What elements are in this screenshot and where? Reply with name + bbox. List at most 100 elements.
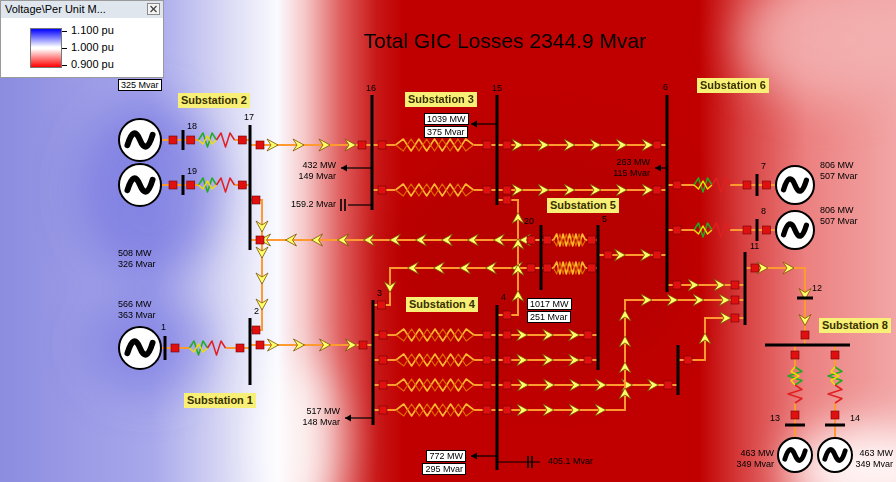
breaker-symbol (653, 251, 661, 259)
bus-bar (182, 175, 185, 195)
flow-arrow (416, 234, 427, 246)
flow-arrow (486, 262, 497, 274)
value-label: 149 Mvar (298, 171, 336, 182)
winding-zigzag (199, 178, 217, 192)
breaker-symbol (503, 186, 511, 194)
flow-arrow (460, 262, 471, 274)
bus-bar (540, 225, 543, 290)
breaker-symbol (483, 381, 491, 389)
transmission-line (831, 403, 839, 425)
flow-arrow (619, 388, 631, 399)
flow-arrow (569, 404, 580, 416)
capacitor-lead (497, 461, 540, 462)
breaker-symbol (503, 406, 511, 414)
value-label: 12 (812, 283, 822, 294)
value-label: 7 (761, 161, 766, 172)
generator-glyph (784, 179, 807, 191)
capacitor-plate (531, 456, 533, 468)
breaker-symbol (527, 236, 535, 244)
breaker-symbol (791, 351, 799, 359)
winding-zigzag (396, 139, 474, 151)
winding-zigzag (828, 367, 842, 385)
transformer-symbol (396, 404, 474, 416)
flow-arrow (615, 249, 626, 261)
winding-zigzag (694, 178, 712, 192)
transmission-line (183, 136, 199, 144)
legend-swatch (31, 49, 61, 67)
load-head (471, 121, 477, 128)
flow-arrow (442, 234, 453, 246)
breaker-symbol (503, 381, 511, 389)
value-label: 517 MW (306, 406, 340, 417)
winding-zigzag (396, 379, 474, 391)
flow-arrow (538, 184, 549, 196)
flow-arrow (517, 354, 528, 366)
breaker-symbol (483, 406, 491, 414)
transmission-line (730, 181, 757, 189)
generator-glyph (784, 224, 807, 236)
breaker-symbol (379, 331, 387, 339)
transmission-line (161, 136, 183, 144)
generator-symbol (119, 119, 161, 161)
breaker-symbol (503, 331, 511, 339)
flow-arrow (256, 221, 268, 232)
flow-arrow (648, 379, 659, 391)
flow-arrow (714, 279, 725, 291)
transmission-line (745, 262, 811, 345)
flow-arrow (338, 234, 349, 246)
generator-glyph (127, 341, 152, 355)
flow-arrow (569, 329, 580, 341)
flow-arrow (408, 262, 419, 274)
value-label: 806 MW (820, 205, 854, 216)
breaker-symbol (791, 411, 799, 419)
load-arrow (471, 453, 497, 460)
value-label: 148 Mvar (302, 417, 340, 428)
bus-bar (765, 344, 850, 347)
generator-symbol (776, 166, 814, 204)
transformer-symbol (828, 367, 842, 403)
load-arrow (655, 165, 667, 172)
value-label: 11 (750, 241, 759, 252)
winding-zigzag (396, 379, 474, 391)
generator-circle (778, 438, 812, 472)
flow-arrow (619, 336, 631, 347)
close-button (147, 3, 161, 16)
value-label: 1 (161, 322, 166, 333)
value-label: 349 Mvar (855, 459, 893, 470)
winding-zigzag (396, 329, 474, 341)
flow-arrow (688, 279, 699, 291)
value-label: 6 (663, 82, 668, 93)
transmission-line (757, 181, 776, 189)
transmission-line (497, 354, 598, 366)
transmission-line (497, 379, 678, 391)
breaker-symbol (359, 341, 367, 349)
flow-arrow (642, 139, 653, 151)
breaker-symbol (653, 186, 661, 194)
load-arrow (471, 121, 497, 128)
substation-label: Substation 4 (406, 297, 478, 312)
bus-bar (496, 305, 499, 470)
breaker-symbol (584, 331, 592, 339)
generator-glyph (127, 133, 152, 147)
generator-circle (119, 164, 161, 206)
substation-label: Substation 1 (184, 393, 256, 408)
transmission-line (667, 226, 694, 234)
breaker-symbol (358, 141, 366, 149)
breaker-symbol (653, 141, 661, 149)
winding-zigzag (828, 385, 842, 403)
winding-zigzag (831, 367, 839, 385)
flow-arrow (434, 262, 445, 274)
load-head (655, 165, 661, 172)
flow-arrow (512, 265, 524, 276)
flow-arrow (544, 379, 555, 391)
transmission-line (835, 425, 836, 438)
value-label: 508 MW (118, 248, 152, 259)
bus-bar (756, 219, 759, 241)
value-label: 13 (770, 413, 780, 424)
breaker-symbol (684, 356, 692, 364)
substation-label: Substation 8 (819, 318, 891, 333)
breaker-symbol (378, 141, 386, 149)
bus-bar (825, 424, 845, 427)
value-label: 363 Mvar (118, 310, 156, 321)
generator-circle (818, 438, 852, 472)
